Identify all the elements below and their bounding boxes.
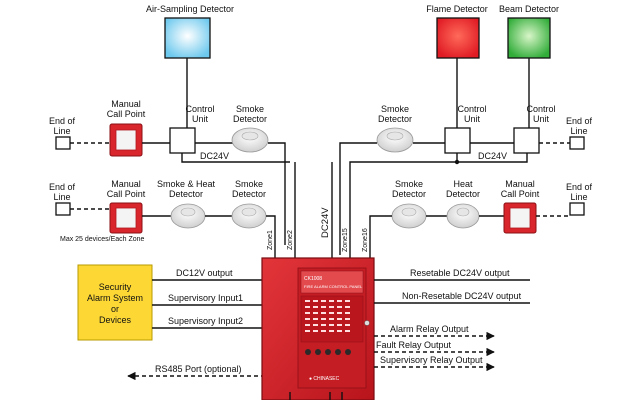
control-unit-label: Control bbox=[185, 104, 214, 114]
dc24v-label: DC24V bbox=[200, 151, 229, 161]
end-of-line-label: End of bbox=[49, 182, 76, 192]
air-sampling-label: Air-Sampling Detector bbox=[146, 4, 234, 14]
security-label: Alarm System bbox=[87, 293, 143, 303]
manual-call-point-label: Call Point bbox=[501, 189, 540, 199]
smoke-heat-detector-icon bbox=[170, 203, 206, 229]
smoke-detector-label: Smoke bbox=[236, 104, 264, 114]
dc24v-label: DC24V bbox=[478, 151, 507, 161]
max-devices-note: Max 25 devices/Each Zone bbox=[60, 236, 145, 243]
smoke-detector-label: Detector bbox=[392, 189, 426, 199]
wire bbox=[268, 142, 286, 245]
security-label: Security bbox=[99, 282, 132, 292]
smoke-detector-icon bbox=[231, 203, 267, 229]
control-unit-icon bbox=[444, 127, 471, 154]
heat-detector-label: Heat bbox=[453, 179, 473, 189]
smoke-heat-detector-label: Smoke & Heat bbox=[157, 179, 216, 189]
manual-call-point-icon bbox=[503, 202, 537, 234]
security-label: or bbox=[111, 304, 119, 314]
air-sampling-detector-icon bbox=[164, 17, 211, 59]
manual-call-point-label: Manual bbox=[505, 179, 535, 189]
fault-relay-label: Fault Relay Output bbox=[376, 340, 452, 350]
rs485-label: RS485 Port (optional) bbox=[155, 364, 242, 374]
control-unit-label: Unit bbox=[464, 114, 481, 124]
panel-buttons bbox=[305, 349, 351, 355]
end-of-line-label: Line bbox=[570, 126, 587, 136]
beam-detector-icon bbox=[507, 17, 551, 59]
security-label: Devices bbox=[99, 315, 132, 325]
end-of-line-label: Line bbox=[53, 192, 70, 202]
smoke-detector-label: Smoke bbox=[235, 179, 263, 189]
wire bbox=[349, 153, 528, 265]
control-unit-label: Unit bbox=[533, 114, 550, 124]
flame-detector-label: Flame Detector bbox=[426, 4, 488, 14]
end-of-line-label: End of bbox=[566, 116, 593, 126]
zone16-label: Zone16 bbox=[362, 228, 369, 252]
dc12v-output-label: DC12V output bbox=[176, 268, 233, 278]
control-unit-label: Control bbox=[526, 104, 555, 114]
zone15-label: Zone15 bbox=[342, 228, 349, 252]
end-of-line-resistor-icon bbox=[55, 136, 71, 150]
zone2-label: Zone2 bbox=[287, 230, 294, 250]
non-resetable-dc24v-label: Non-Resetable DC24V output bbox=[402, 291, 522, 301]
manual-call-point-label: Manual bbox=[111, 179, 141, 189]
control-unit-icon bbox=[169, 127, 196, 154]
end-of-line-label: Line bbox=[570, 192, 587, 202]
junction-dot bbox=[454, 159, 460, 165]
manual-call-point-label: Call Point bbox=[107, 189, 146, 199]
end-of-line-resistor-icon bbox=[569, 202, 585, 216]
panel-model-label: CK1008 bbox=[304, 276, 322, 282]
control-unit-label: Control bbox=[457, 104, 486, 114]
panel-brand-label: ● CHINASEC bbox=[309, 376, 340, 382]
end-of-line-label: End of bbox=[566, 182, 593, 192]
smoke-detector-label: Detector bbox=[233, 114, 267, 124]
control-unit-label: Unit bbox=[192, 114, 209, 124]
panel-led-grid bbox=[305, 300, 350, 332]
beam-detector-label: Beam Detector bbox=[499, 4, 559, 14]
end-of-line-label: End of bbox=[49, 116, 76, 126]
panel-title-label: FIRE ALARM CONTROL PANEL bbox=[304, 284, 363, 289]
security-alarm-system-box bbox=[77, 264, 153, 341]
flame-detector-icon bbox=[436, 17, 480, 59]
fire-alarm-control-panel: CK1008 FIRE ALARM CONTROL PANEL ● CHINAS… bbox=[261, 257, 375, 400]
smoke-detector-label: Smoke bbox=[381, 104, 409, 114]
manual-call-point-icon bbox=[109, 123, 143, 157]
heat-detector-label: Detector bbox=[446, 189, 480, 199]
supervisory-relay-label: Supervisory Relay Output bbox=[380, 355, 483, 365]
manual-call-point-label: Manual bbox=[111, 99, 141, 109]
end-of-line-resistor-icon bbox=[569, 136, 585, 150]
end-of-line-resistor-icon bbox=[55, 202, 71, 216]
smoke-detector-label: Detector bbox=[378, 114, 412, 124]
smoke-detector-icon bbox=[376, 127, 414, 153]
supervisory-input1-label: Supervisory Input1 bbox=[168, 293, 243, 303]
manual-call-point-label: Call Point bbox=[107, 109, 146, 119]
smoke-detector-icon bbox=[391, 203, 427, 229]
smoke-detector-label: Smoke bbox=[395, 179, 423, 189]
wire bbox=[339, 142, 377, 255]
wire bbox=[369, 215, 392, 258]
resetable-dc24v-label: Resetable DC24V output bbox=[410, 268, 510, 278]
control-unit-icon bbox=[513, 127, 540, 154]
panel-lock-icon bbox=[364, 320, 370, 326]
smoke-detector-label: Detector bbox=[232, 189, 266, 199]
supervisory-input2-label: Supervisory Input2 bbox=[168, 316, 243, 326]
end-of-line-label: Line bbox=[53, 126, 70, 136]
wire bbox=[181, 153, 290, 163]
smoke-detector-icon bbox=[231, 127, 269, 153]
alarm-relay-label: Alarm Relay Output bbox=[390, 324, 469, 334]
manual-call-point-icon bbox=[109, 202, 143, 234]
zone1-label: Zone1 bbox=[267, 230, 274, 250]
heat-detector-icon bbox=[446, 203, 480, 229]
dc24v-vertical-label: DC24V bbox=[320, 207, 331, 238]
wire bbox=[266, 215, 276, 258]
smoke-heat-detector-label: Detector bbox=[169, 189, 203, 199]
